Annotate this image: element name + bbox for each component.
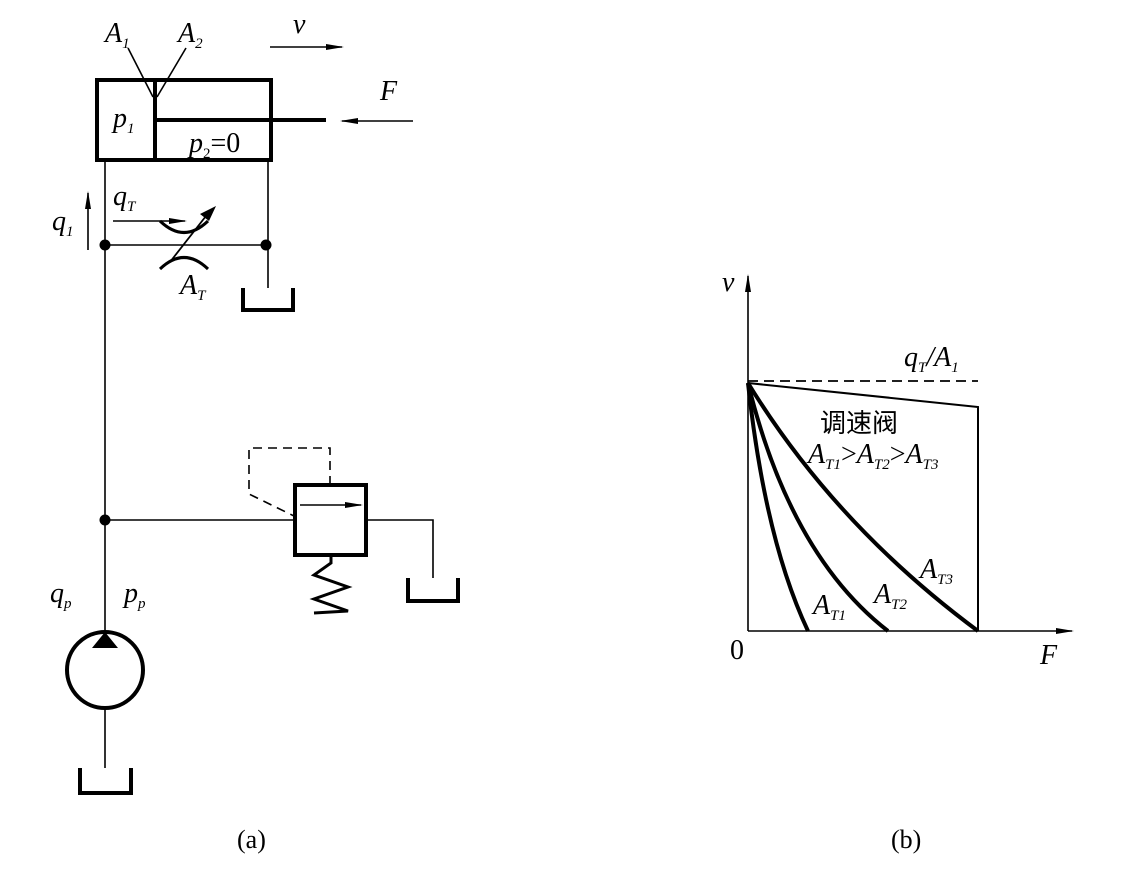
- svg-text:AT3: AT3: [918, 554, 953, 588]
- supply-line: [104, 160, 269, 768]
- throttle-flow-label: qT: [113, 181, 137, 215]
- circuit-diagram: A1 A2 p1 p2=0 v F: [50, 9, 460, 854]
- pump-direction-triangle: [92, 632, 118, 648]
- pump: [65, 630, 145, 710]
- area1-label: A1: [103, 18, 130, 52]
- svg-text:AT2: AT2: [872, 579, 907, 613]
- line-flow-label: q1: [52, 206, 74, 240]
- characteristic-chart: v F 0 qT/A1 调速阀 AT1>AT2>AT3 AT1 AT2 AT3 …: [722, 267, 1074, 854]
- curve-at1: [746, 382, 810, 632]
- throttle-area-label: AT: [178, 270, 207, 304]
- y-axis-label: v: [722, 267, 735, 298]
- svg-text:qT: qT: [113, 181, 137, 215]
- area2-leader: [156, 47, 187, 98]
- relief-outlet-line: [366, 519, 434, 578]
- pilot-line: [248, 447, 331, 517]
- junction-dot: [260, 239, 272, 251]
- tank: [406, 578, 460, 603]
- svg-text:AT1>AT2>AT3: AT1>AT2>AT3: [806, 439, 938, 473]
- curve-at2-label: AT2: [872, 579, 907, 613]
- hydraulic-cylinder: [95, 47, 326, 162]
- svg-text:p1: p1: [111, 103, 135, 137]
- svg-text:A2: A2: [176, 18, 203, 52]
- svg-text:AT: AT: [178, 270, 207, 304]
- curve-at3: [746, 381, 980, 633]
- x-axis-label: F: [1039, 640, 1058, 671]
- svg-text:A1: A1: [103, 18, 130, 52]
- pressure1-label: p1: [111, 103, 135, 137]
- curve-at2: [746, 382, 890, 633]
- relief-valve: [105, 447, 434, 615]
- spring: [309, 555, 353, 615]
- pump-flow-label: qp: [50, 578, 72, 612]
- svg-text:qp: qp: [50, 578, 72, 612]
- svg-text:AT1: AT1: [811, 590, 846, 624]
- curve-at1-label: AT1: [811, 590, 846, 624]
- area1-leader: [127, 47, 154, 98]
- pump-pressure-label: pp: [122, 578, 146, 612]
- relief-valve-body: [293, 483, 368, 557]
- dashed-limit-label: qT/A1: [904, 342, 959, 376]
- valve-label: 调速阀: [820, 409, 898, 439]
- svg-text:p2=0: p2=0: [187, 128, 240, 162]
- caption-a: (a): [237, 825, 266, 854]
- pressure2-label: p2=0: [187, 128, 240, 162]
- valve-characteristic-line: [747, 382, 979, 631]
- area2-label: A2: [176, 18, 203, 52]
- throttle-valve: [158, 206, 216, 271]
- force-label: F: [379, 76, 398, 107]
- caption-b: (b): [891, 825, 921, 854]
- origin-label: 0: [730, 635, 744, 666]
- svg-text:pp: pp: [122, 578, 146, 612]
- velocity-label: v: [293, 9, 306, 40]
- junction-dot: [99, 239, 111, 251]
- tank: [241, 288, 295, 312]
- curve-at3-label: AT3: [918, 554, 953, 588]
- svg-text:qT/A1: qT/A1: [904, 342, 959, 376]
- tank: [78, 768, 133, 795]
- svg-text:q1: q1: [52, 206, 74, 240]
- area-relation-label: AT1>AT2>AT3: [806, 439, 938, 473]
